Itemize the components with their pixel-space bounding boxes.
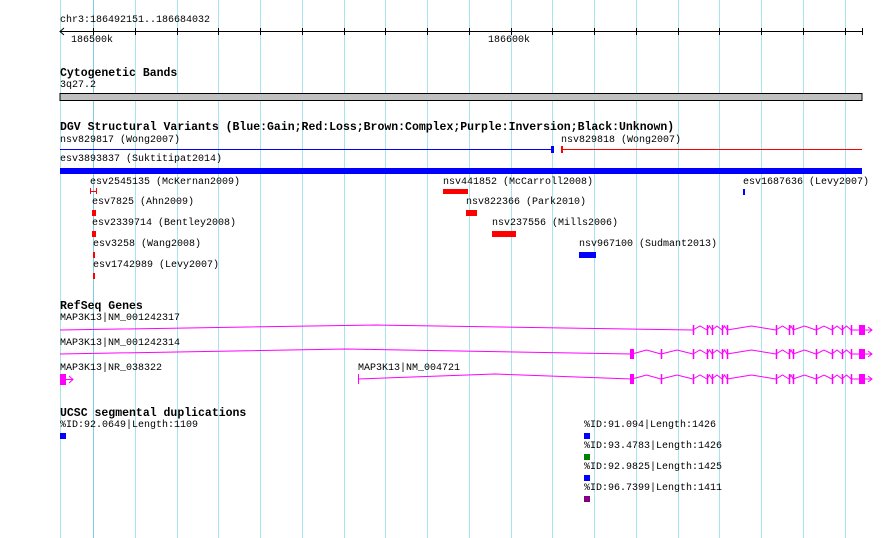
segdup-block xyxy=(584,496,590,502)
gene-intron xyxy=(775,374,790,380)
segdup-label[interactable]: %ID:93.4783|Length:1426 xyxy=(584,441,723,452)
gene-label[interactable]: MAP3K13|NR_038322 xyxy=(60,363,163,374)
gene-intron xyxy=(59,324,694,331)
cytoband-label: 3q27.2 xyxy=(60,80,97,91)
variant-label[interactable]: esv1687636 (Levy2007) xyxy=(743,177,870,188)
gene-label[interactable]: MAP3K13|NM_004721 xyxy=(358,363,461,374)
variant-bar-nsv237556 xyxy=(492,231,516,237)
variant-bar-nsv441852 xyxy=(443,189,468,194)
cytoband-bar xyxy=(59,93,863,101)
variant-label[interactable]: nsv822366 (Park2010) xyxy=(466,197,587,208)
variant-label[interactable]: nsv441852 (McCarroll2008) xyxy=(443,177,594,188)
region-label: chr3:186492151..186684032 xyxy=(60,15,211,26)
gene-intron xyxy=(788,324,794,331)
gene-intron xyxy=(706,374,713,380)
gene-exon xyxy=(859,325,865,335)
gene-intron xyxy=(792,325,817,331)
variant-bar-esv1742989 xyxy=(93,273,95,279)
gene-label[interactable]: MAP3K13|NM_001242317 xyxy=(60,313,181,324)
strand-arrow-icon xyxy=(68,375,74,384)
gene-intron xyxy=(815,349,833,355)
variant-label[interactable]: esv3893837 (Suktitipat2014) xyxy=(60,154,223,165)
variant-label[interactable]: nsv829818 (Wong2007) xyxy=(561,135,682,146)
variant-bar-esv2545135 xyxy=(90,188,97,194)
gene-intron xyxy=(815,325,833,331)
gene-intron xyxy=(692,325,708,331)
gene-intron xyxy=(815,374,833,380)
variant-end-marker xyxy=(551,146,554,153)
variant-label[interactable]: esv7825 (Ahn2009) xyxy=(92,197,195,208)
gene-intron xyxy=(721,349,728,355)
ruler-left-arrow-icon xyxy=(59,27,65,36)
gene-intron xyxy=(831,374,843,380)
variant-label[interactable]: nsv237556 (Mills2006) xyxy=(492,218,619,229)
segdup-label[interactable]: %ID:91.094|Length:1426 xyxy=(584,420,717,431)
variant-label[interactable]: esv1742989 (Levy2007) xyxy=(93,260,220,271)
gene-intron xyxy=(775,325,790,331)
gene-exon xyxy=(859,349,865,359)
variant-label[interactable]: esv2339714 (Bentley2008) xyxy=(92,218,237,229)
variant-label[interactable]: nsv967100 (Sudmant2013) xyxy=(579,239,718,250)
gene-intron xyxy=(726,325,777,331)
gene-intron xyxy=(788,348,794,355)
gene-intron xyxy=(692,374,708,380)
gene-intron xyxy=(59,348,633,355)
variant-bar-esv3258 xyxy=(93,252,95,258)
gene-intron xyxy=(726,349,777,355)
variant-label[interactable]: esv2545135 (McKernan2009) xyxy=(90,177,241,188)
gene-intron xyxy=(711,325,723,331)
gene-intron xyxy=(726,374,777,380)
variant-bar-esv7825 xyxy=(92,210,96,216)
gene-intron xyxy=(711,374,723,380)
segdup-block xyxy=(584,433,590,439)
variant-bar-esv2339714 xyxy=(92,231,96,237)
segdup-label[interactable]: %ID:92.0649|Length:1109 xyxy=(60,420,199,431)
gene-label[interactable]: MAP3K13|NM_001242314 xyxy=(60,338,181,349)
segdup-label[interactable]: %ID:92.9825|Length:1425 xyxy=(584,462,723,473)
gene-intron xyxy=(721,374,728,380)
gene-intron xyxy=(631,374,662,380)
gene-intron xyxy=(831,325,843,331)
ruler-tick-label: 186500k xyxy=(71,35,114,46)
gene-intron xyxy=(721,325,728,331)
ruler-tick-label: 186600k xyxy=(488,35,531,46)
gene-exon xyxy=(859,374,865,384)
gene-intron xyxy=(660,349,694,355)
segdup-block xyxy=(584,475,590,481)
track-title-dgv[interactable]: DGV Structural Variants (Blue:Gain;Red:L… xyxy=(60,121,675,134)
gene-intron xyxy=(775,349,790,355)
gene-intron xyxy=(692,349,708,355)
track-title-refseq-genes[interactable]: RefSeq Genes xyxy=(60,300,143,313)
variant-bar-esv1687636 xyxy=(743,189,745,195)
variant-label[interactable]: esv3258 (Wang2008) xyxy=(93,239,202,250)
gene-intron xyxy=(792,374,817,380)
strand-arrow-icon xyxy=(867,350,873,358)
gene-intron xyxy=(706,349,713,355)
gene-intron xyxy=(841,325,852,331)
gene-intron xyxy=(706,325,713,331)
strand-arrow-icon xyxy=(867,375,873,383)
gene-intron xyxy=(831,349,843,355)
gene-intron xyxy=(841,374,852,380)
segdup-block xyxy=(60,433,66,439)
segdup-label[interactable]: %ID:96.7399|Length:1411 xyxy=(584,483,723,494)
gene-intron xyxy=(841,349,852,355)
variant-bar-nsv822366 xyxy=(466,210,477,216)
gene-intron xyxy=(357,373,633,380)
segdup-block xyxy=(584,454,590,460)
variant-bar-esv3893837 xyxy=(60,168,862,174)
track-title-segmental-duplications[interactable]: UCSC segmental duplications xyxy=(60,407,247,420)
gene-intron xyxy=(631,349,662,355)
gene-intron xyxy=(792,349,817,355)
gene-intron xyxy=(711,349,723,355)
variant-bar-nsv967100 xyxy=(579,252,596,258)
gene-intron xyxy=(660,374,694,380)
track-title-cytogenetic-bands[interactable]: Cytogenetic Bands xyxy=(60,67,178,80)
gene-exon-nr038322 xyxy=(60,374,66,385)
variant-label[interactable]: nsv829817 (Wong2007) xyxy=(60,135,181,146)
strand-arrow-icon xyxy=(867,326,873,334)
gene-intron xyxy=(788,373,794,380)
